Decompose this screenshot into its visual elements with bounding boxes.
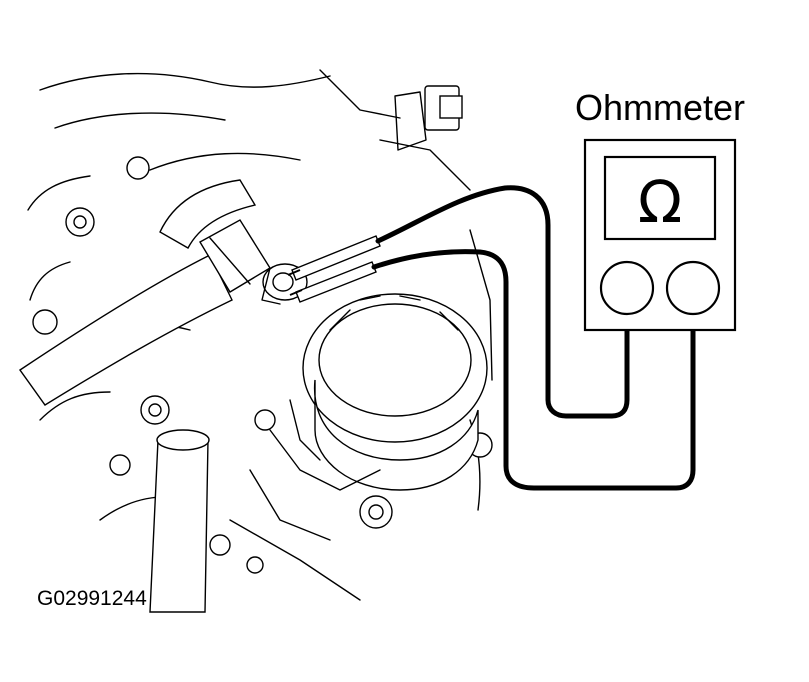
figure-id: G02991244 xyxy=(37,587,147,610)
engine-illustration xyxy=(19,69,493,613)
ohmmeter-icon: Ω xyxy=(583,138,737,332)
ohmmeter-display xyxy=(603,155,717,241)
ohmmeter-label: Ohmmeter xyxy=(575,87,745,128)
probe-icon xyxy=(287,235,381,303)
left-terminal xyxy=(599,260,655,316)
right-terminal xyxy=(665,260,721,316)
test-lead-2 xyxy=(371,249,696,491)
ohm-symbol: Ω xyxy=(638,168,682,236)
test-lead-1 xyxy=(375,185,630,419)
